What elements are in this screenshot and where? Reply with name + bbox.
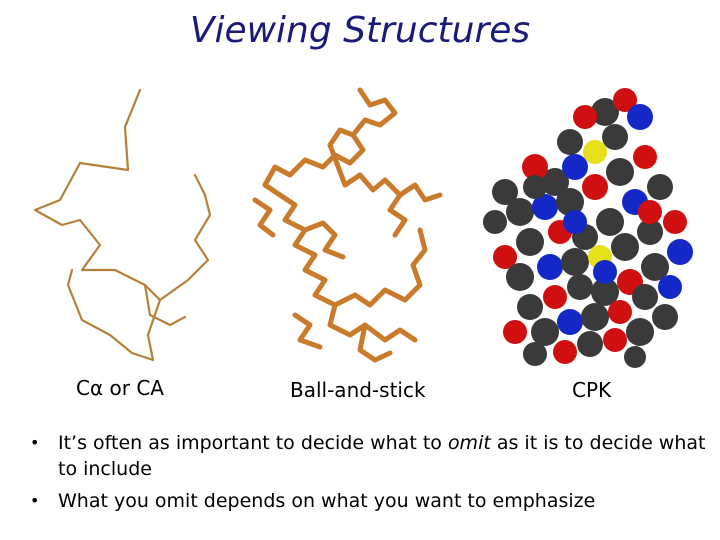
stick-chain-6 [357, 322, 393, 363]
ball-and-stick-image [252, 87, 443, 363]
slide-title: Viewing Structures [189, 10, 531, 51]
cpk-atoms [483, 88, 693, 368]
bullet-1-text-post: as it is to decide what to include [58, 432, 706, 480]
bullet-item-2: • What you omit depends on what you want… [26, 488, 706, 514]
stick-chain-3 [277, 192, 418, 343]
stick-chain-1 [262, 87, 398, 198]
calpha-trace-image [33, 88, 212, 362]
bullet-list: • It’s often as important to decide what… [26, 430, 706, 520]
stick-chain-4 [332, 227, 428, 308]
caption-calpha: Cα or CA [76, 376, 164, 400]
stick-chain-8 [397, 182, 443, 203]
caption-ball-and-stick: Ball-and-stick [290, 378, 426, 402]
bullet-1-text-emph: omit [447, 432, 491, 454]
bullet-item-1: • It’s often as important to decide what… [26, 430, 706, 482]
stick-chain-2 [327, 127, 408, 238]
stick-chain-7 [252, 197, 276, 238]
bullet-dot: • [30, 433, 40, 452]
stick-chain-9 [292, 312, 323, 350]
calpha-trace-line-3 [143, 283, 187, 327]
calpha-trace-line-2 [158, 173, 212, 302]
stick-chain-5 [302, 220, 346, 260]
calpha-trace-line [33, 88, 162, 362]
bullet-1-text-pre: It’s often as important to decide what t… [58, 432, 448, 454]
bullet-dot: • [30, 491, 40, 510]
bullet-2-text: What you omit depends on what you want t… [58, 490, 596, 512]
cpk-image [483, 88, 693, 368]
caption-cpk: CPK [572, 378, 612, 402]
